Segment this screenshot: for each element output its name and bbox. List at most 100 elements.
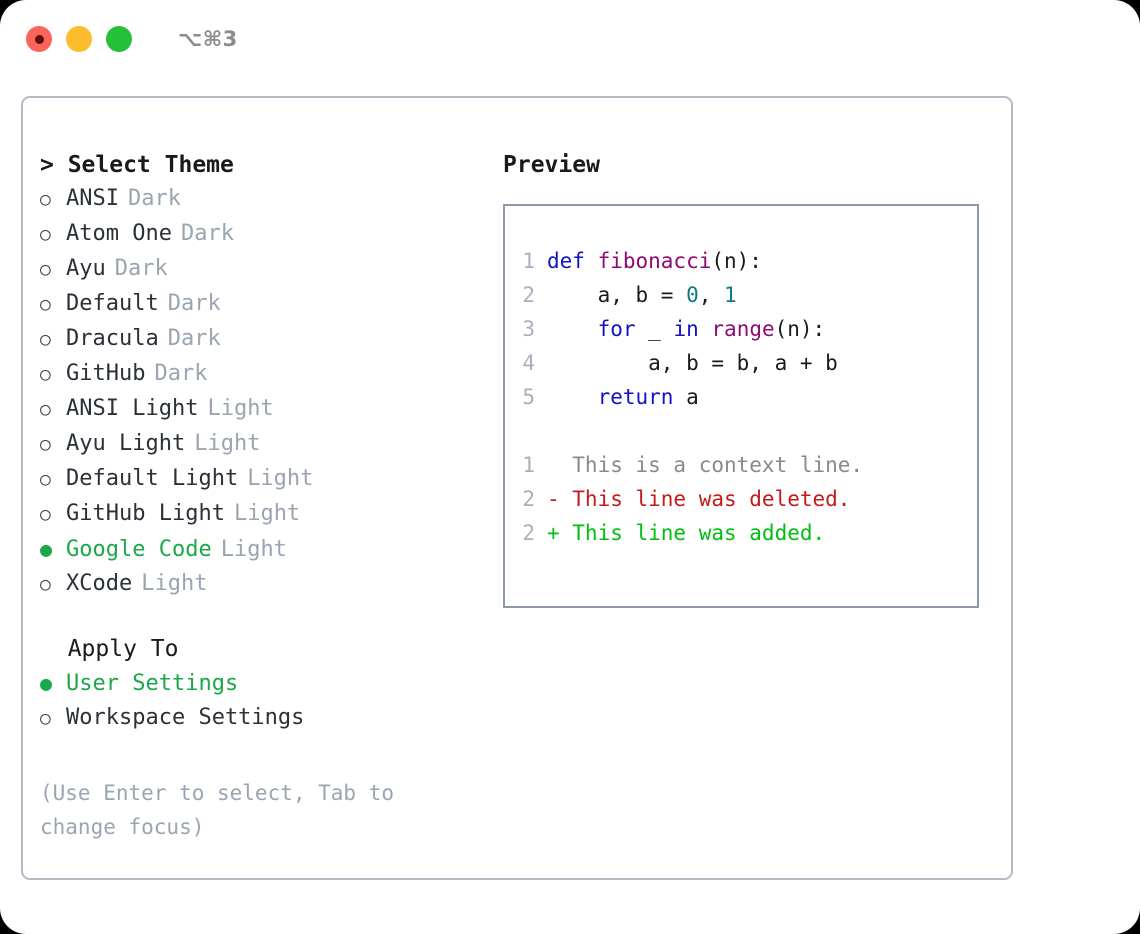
token-plain [547,317,598,341]
code-line: 1 def fibonacci(n): [505,244,977,278]
option-label: Atom One [66,221,172,246]
token-plain: a, b = [547,283,687,307]
line-number: 1 [522,249,535,273]
option-label: Workspace Settings [66,705,305,730]
code-line-text: for _ in range(n): [547,312,826,346]
theme-option-4[interactable]: ○ Dracula Dark [40,322,503,357]
code-line: 5 return a [505,380,977,414]
option-variant-tag: Light [247,466,314,491]
theme-option-5[interactable]: ○ GitHub Dark [40,357,503,392]
radio-empty-icon: ○ [40,504,51,525]
radio-empty-icon: ○ [40,294,51,315]
option-label: ANSI [66,186,119,211]
code-line: 3 for _ in range(n): [505,312,977,346]
diff-line: 2 + This line was added. [505,516,977,550]
minimize-button[interactable] [66,26,92,52]
option-label: Dracula [66,326,159,351]
radio-empty-icon: ○ [40,259,51,280]
radio-empty-icon: ○ [40,189,51,210]
radio-empty-icon: ○ [40,469,51,490]
radio-selected-icon: ● [40,537,53,561]
line-number: 2 [522,283,535,307]
code-diff-spacer [505,414,977,448]
option-variant-tag: Light [207,396,274,421]
preview-title: Preview [503,152,600,178]
line-number: 3 [522,317,535,341]
token-kw: for [597,317,636,341]
code-line: 2 a, b = 0, 1 [505,278,977,312]
token-plain [547,385,598,409]
option-variant-tag: Dark [167,326,221,351]
token-plain: a, b = b, a + b [547,351,838,375]
token-plain: , [698,283,725,307]
token-kw: def [547,249,598,273]
option-label: Ayu [66,256,106,281]
radio-empty-icon: ○ [40,708,51,729]
diff-sample: 1 This is a context line. 2 - This line wa… [505,448,977,550]
line-number: 2 [522,521,535,545]
diff-line-text-ctx: This is a context line. [547,453,864,477]
token-kw: return [597,385,674,409]
radio-empty-icon: ○ [40,329,51,350]
option-variant-tag: Dark [127,186,181,211]
option-variant-tag: Light [233,501,301,526]
keyboard-shortcut-label: ⌥⌘3 [178,27,238,51]
option-variant-tag: Dark [154,361,208,386]
option-label: GitHub [66,361,146,386]
line-number: 4 [522,351,535,375]
title-bar: ⌥⌘3 [0,0,1140,78]
apply-to-option-1[interactable]: ○ Workspace Settings [40,701,503,736]
option-variant-tag: Light [220,537,287,562]
diff-line-text-del: - This line was deleted. [547,487,851,511]
line-number: 1 [522,453,535,477]
option-label: Default [66,291,159,316]
line-number: 2 [522,487,535,511]
token-plain: _ [635,317,674,341]
option-label: XCode [66,571,133,596]
zoom-button[interactable] [106,26,132,52]
apply-to-header: Apply To [40,636,179,662]
theme-option-0[interactable]: ○ ANSI Dark [40,182,503,217]
diff-line-text-add: + This line was added. [547,521,826,545]
option-variant-tag: Light [141,571,208,596]
diff-line: 2 - This line was deleted. [505,482,977,516]
theme-option-1[interactable]: ○ Atom One Dark [40,217,503,252]
token-fn: range [711,317,775,341]
code-line-text: def fibonacci(n): [547,244,762,278]
code-line-text: a, b = b, a + b [547,346,838,380]
apply-to-option-0[interactable]: ●User Settings [40,666,503,701]
code-line-text: return a [547,380,699,414]
apply-to-option-list: ●User Settings ○ Workspace Settings [40,666,503,736]
close-icon [34,34,44,44]
radio-empty-icon: ○ [40,224,51,245]
option-variant-tag: Dark [180,221,234,246]
token-plain [699,317,712,341]
token-num: 0 [686,283,699,307]
token-num: 1 [724,283,737,307]
select-theme-header: > Select Theme [40,152,234,178]
token-plain: a [673,385,699,409]
radio-empty-icon: ○ [40,364,51,385]
radio-empty-icon: ○ [40,434,51,455]
line-number: 5 [522,385,535,409]
token-fn: fibonacci [597,249,712,273]
close-button[interactable] [26,26,52,52]
option-label: Ayu Light [66,431,186,456]
section-spacer [40,602,503,632]
window-controls [26,26,132,52]
